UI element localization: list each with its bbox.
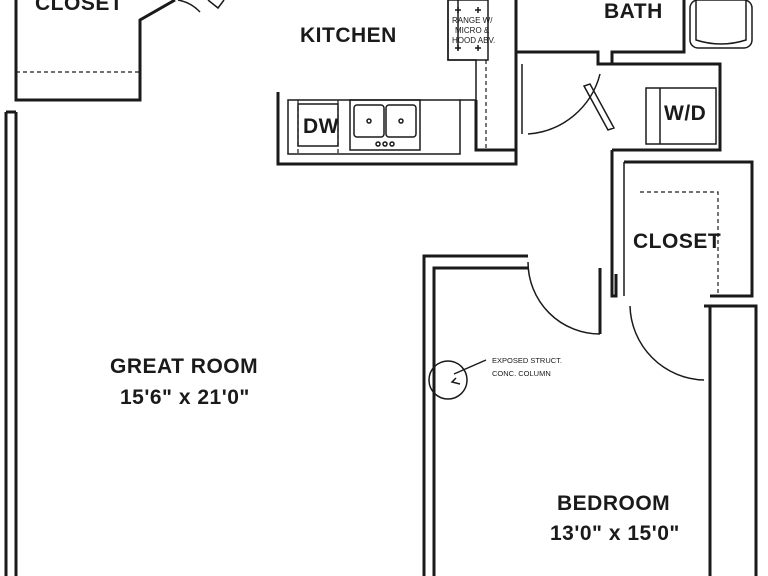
kitchen-label: KITCHEN — [300, 24, 397, 47]
closet-top-left — [14, 0, 225, 102]
great-room-walls — [4, 110, 18, 576]
washer-dryer-label: W/D — [664, 102, 706, 125]
range-note-2: MICRO & — [455, 26, 490, 35]
bath-label: BATH — [604, 0, 663, 23]
range-note-1: RANGE W/ — [452, 16, 493, 25]
column-note-2: CONC. COLUMN — [492, 369, 551, 378]
column-note-1: EXPOSED STRUCT. — [492, 356, 562, 365]
bedroom-walls — [422, 254, 758, 576]
dishwasher-label: DW — [303, 115, 339, 138]
dishwasher — [297, 103, 339, 147]
exposed-column — [428, 359, 487, 400]
closet-right — [610, 150, 754, 381]
bedroom-dims: 13'0" x 15'0" — [550, 522, 680, 545]
closet-top-label: CLOSET — [35, 0, 123, 15]
range-note-3: HOOD ABV. — [452, 36, 495, 45]
bedroom-label: BEDROOM — [557, 492, 670, 515]
washer-dryer-area — [612, 62, 722, 152]
great-room-dims: 15'6" x 21'0" — [120, 386, 250, 409]
closet-right-label: CLOSET — [633, 230, 721, 253]
great-room-label: GREAT ROOM — [110, 355, 258, 378]
bath-area — [514, 0, 753, 135]
range — [447, 0, 489, 61]
kitchen-sink — [349, 99, 421, 151]
